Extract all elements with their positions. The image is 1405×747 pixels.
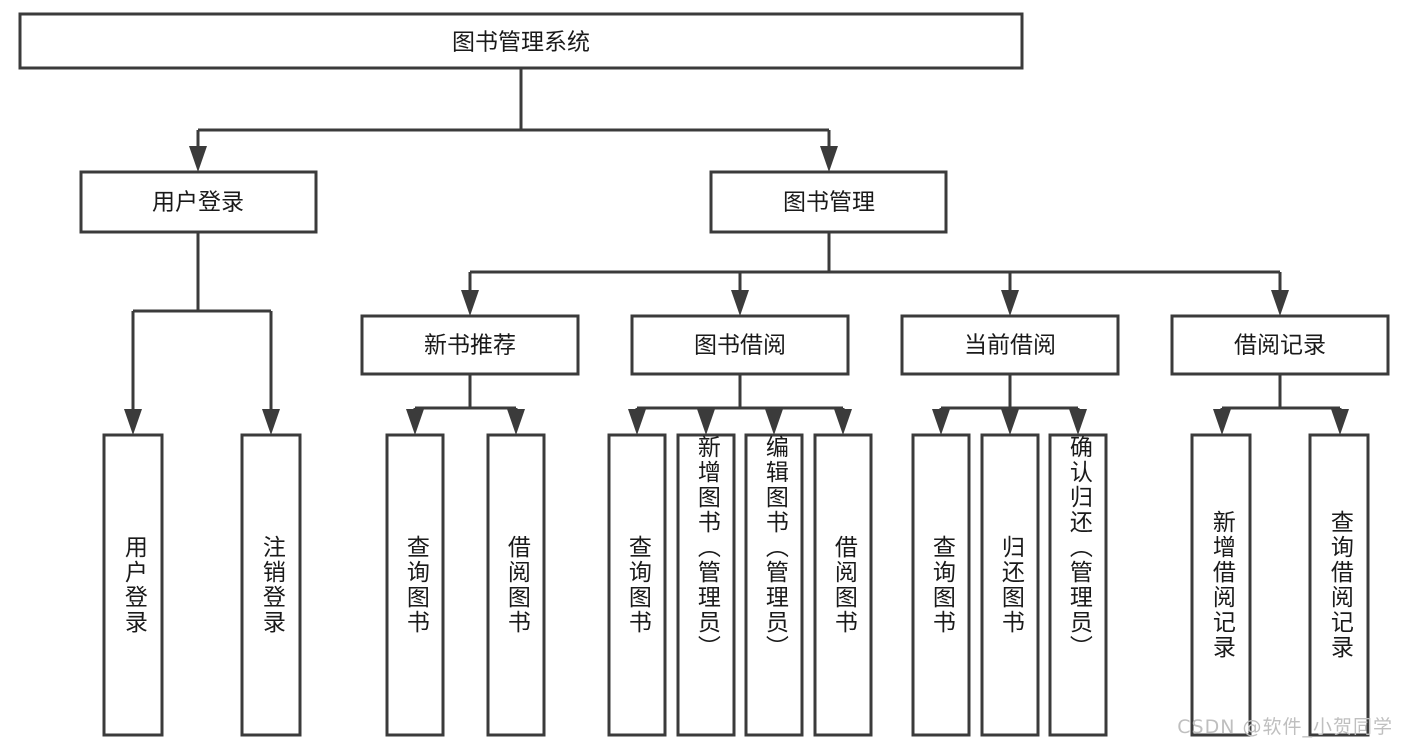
leaf-newrec-1-box[interactable] [385,433,445,737]
leaf-newrec-2-box[interactable] [486,433,546,737]
arrow-head-newrec-leaf2 [507,409,525,435]
arrow-head-borrow [731,290,749,316]
leaf-borrow-4-box[interactable] [813,433,873,737]
watermark: CSDN @软件_小贺同学 [1177,716,1393,738]
arrow-head-current-leaf2 [1001,409,1019,435]
node-login-label: 用户登录 [152,190,244,216]
node-bookmgr-box[interactable] [709,170,948,234]
arrow-head-borrow-leaf3 [765,409,783,435]
node-borrow-label: 图书借阅 [694,333,786,359]
node-root-label: 图书管理系统 [452,30,590,56]
node-borrow-box[interactable] [630,314,850,376]
arrow-head-current-leaf3 [1069,409,1087,435]
leaf-current-3-box[interactable] [1048,433,1108,737]
node-login-box[interactable] [79,170,318,234]
leaf-borrow-1-box[interactable] [607,433,667,737]
node-records-box[interactable] [1170,314,1390,376]
arrow-head-login-leaf2 [262,409,280,435]
arrow-head-bookmgr [820,146,838,172]
node-records-label: 借阅记录 [1234,333,1326,359]
arrow-head-borrow-leaf4 [834,409,852,435]
arrow-head-current-leaf1 [932,409,950,435]
node-root-box[interactable] [18,12,1024,70]
arrow-head-current [1001,290,1019,316]
arrow-head-newrec [461,290,479,316]
leaf-records-1-box[interactable] [1190,433,1252,737]
node-bookmgr-label: 图书管理 [783,190,875,216]
arrow-head-records-leaf1 [1213,409,1231,435]
node-current-label: 当前借阅 [964,333,1056,359]
arrow-head-login [189,146,207,172]
node-newrec-box[interactable] [360,314,580,376]
arrow-head-records [1271,290,1289,316]
leaf-node-layer [102,433,1370,737]
leaf-login-2-box[interactable] [240,433,302,737]
leaf-borrow-2-box[interactable] [676,433,736,737]
node-current-box[interactable] [900,314,1120,376]
arrow-head-records-leaf2 [1331,409,1349,435]
arrow-head-login-leaf1 [124,409,142,435]
arrow-head-newrec-leaf1 [406,409,424,435]
leaf-current-2-box[interactable] [980,433,1040,737]
leaf-borrow-3-box[interactable] [744,433,804,737]
connector-layer [124,68,1349,435]
leaf-current-1-box[interactable] [911,433,971,737]
arrow-head-borrow-leaf1 [628,409,646,435]
arrow-head-borrow-leaf2 [697,409,715,435]
node-layer: 图书管理系统 用户登录 图书管理 新书推荐 图书借阅 当前借阅 借阅记录 [18,12,1390,376]
leaf-login-1-box[interactable] [102,433,164,737]
leaf-records-2-box[interactable] [1308,433,1370,737]
node-newrec-label: 新书推荐 [424,333,516,359]
